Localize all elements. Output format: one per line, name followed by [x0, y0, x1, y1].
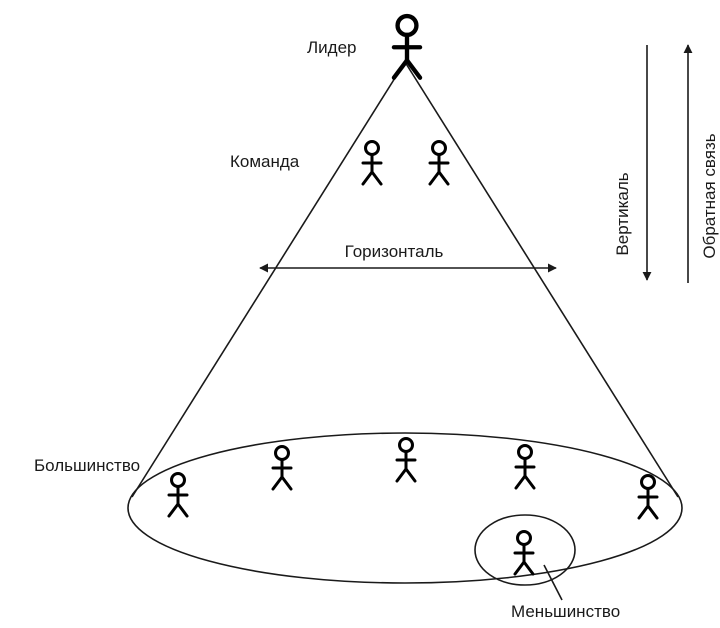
cone-right-edge [404, 61, 679, 498]
minority-pointer-line [543, 564, 563, 601]
majority-figure-2 [271, 445, 293, 491]
minority-ellipse [474, 514, 576, 586]
horizontal-label: Горизонталь [345, 242, 444, 261]
team-figure-2 [428, 140, 450, 186]
majority-figure-4 [514, 444, 536, 490]
cone-left-edge [131, 61, 406, 498]
team-label: Команда [230, 152, 300, 171]
feedback-label: Обратная связь [700, 133, 719, 258]
majority-figure-5 [637, 474, 659, 520]
vertical-label: Вертикаль [613, 172, 632, 255]
majority-ellipse [127, 432, 683, 584]
majority-figure-1 [167, 472, 189, 518]
leader-figure [394, 16, 420, 78]
leader-label: Лидер [307, 38, 356, 57]
majority-label: Большинство [34, 456, 140, 475]
minority-label: Меньшинство [511, 602, 620, 621]
minority-figure [513, 530, 535, 576]
majority-figure-3 [395, 437, 417, 483]
team-figure-1 [361, 140, 383, 186]
